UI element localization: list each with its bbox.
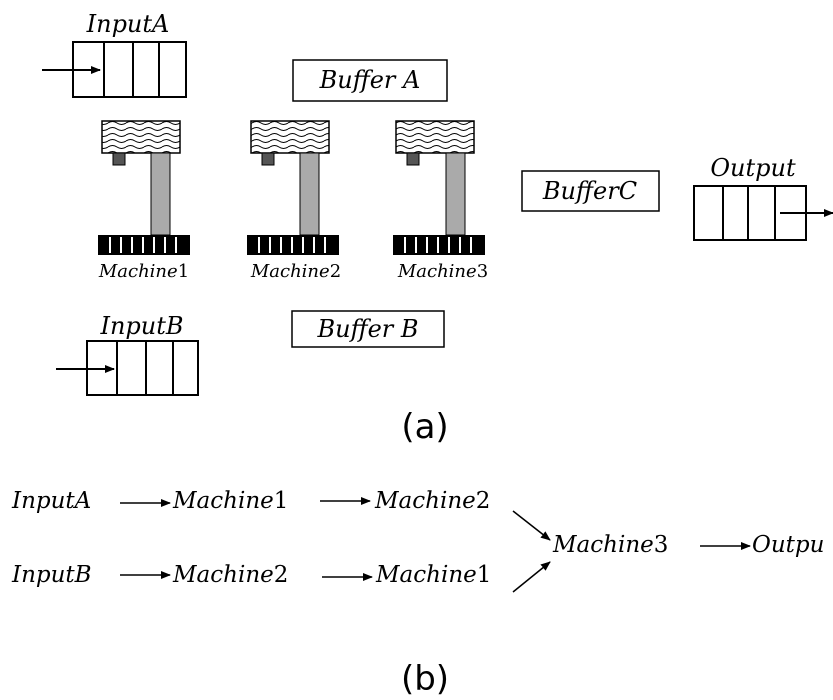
flow-row-2: InputB Machine2 Machine1	[11, 562, 491, 588]
caption-b: (b)	[401, 659, 449, 699]
flow-node-machine-1: Machine1	[172, 488, 288, 514]
input-a-queue: InputA	[42, 10, 187, 98]
flow-node-input-a: InputA	[11, 488, 91, 514]
buffer-b-label: Buffer B	[316, 315, 418, 343]
flow-node-machine-2: Machine2	[374, 488, 490, 514]
flow-node-machine-2: Machine2	[172, 562, 288, 588]
input-b-queue: InputB	[56, 312, 199, 396]
machine-1-label: Machine1	[98, 261, 189, 282]
machine-3-label: Machine3	[397, 261, 488, 282]
buffer-a: Buffer A	[292, 59, 448, 102]
flow-node-output: Outpu	[752, 532, 824, 558]
flow-node-machine-1: Machine1	[375, 562, 491, 588]
input-b-label: InputB	[99, 312, 183, 340]
buffer-b: Buffer B	[291, 310, 445, 348]
flow-node-input-b: InputB	[11, 562, 92, 588]
caption-a: (a)	[401, 407, 448, 447]
input-a-label: InputA	[86, 10, 170, 38]
buffer-c-label: BufferC	[542, 177, 637, 205]
flow-row-1: InputA Machine1 Machine2	[11, 488, 490, 514]
merge-arrow-bottom	[512, 561, 551, 593]
machine-1: Machine1	[98, 120, 190, 282]
flow-merge: Machine3 Outpu	[552, 532, 824, 558]
output-label: Output	[710, 154, 796, 182]
output-queue: Output	[693, 154, 833, 241]
merge-arrow-top	[512, 510, 551, 541]
buffer-c: BufferC	[521, 170, 660, 212]
buffer-a-label: Buffer A	[319, 66, 421, 94]
machine-2: Machine2	[247, 120, 341, 282]
machine-3: Machine3	[393, 120, 488, 282]
flow-node-machine-3: Machine3	[552, 532, 668, 558]
machine-2-label: Machine2	[250, 261, 341, 282]
